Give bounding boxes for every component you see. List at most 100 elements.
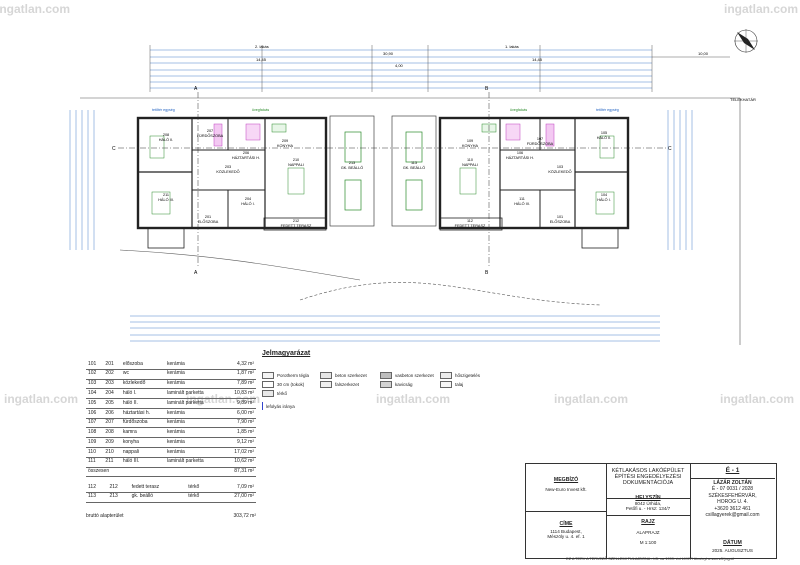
room-cell-floor: kerámia <box>164 447 223 458</box>
address-label: CÍME <box>559 521 573 527</box>
date-label: DÁTUM <box>723 540 742 546</box>
legend-label: lefolyás iránya <box>266 403 295 409</box>
room-cell-area: 7,89 m² <box>222 379 256 390</box>
svg-text:208: 208 <box>163 133 169 137</box>
exterior-cell-a: 112 <box>86 483 108 493</box>
legend-swatch <box>380 372 392 379</box>
room-cell-floor: laminált parketta <box>164 457 223 468</box>
room-cell-b: 204 <box>103 388 121 400</box>
svg-text:KONYHA: KONYHA <box>277 144 294 148</box>
drawing-name: ALAPRAJZ <box>636 530 660 535</box>
room-cell-a: 104 <box>86 388 104 400</box>
room-cell-floor: laminált parketta <box>164 388 223 400</box>
address-line: Mészöly u. 4. ef. 1 <box>547 534 585 539</box>
site-label: HELYSZÍN <box>635 495 661 501</box>
section-label-right: 1. lakás <box>505 44 519 49</box>
legend-label: talaj <box>455 382 464 387</box>
svg-text:113: 113 <box>411 161 417 165</box>
svg-text:204: 204 <box>245 197 251 201</box>
svg-text:HÁLÓ II.: HÁLÓ II. <box>597 135 612 140</box>
legend-item: vasbeton szerkezet <box>380 372 434 379</box>
svg-text:209: 209 <box>282 139 288 143</box>
client-column: MEGBÍZÓ New-Euro Invest kft. CÍME 1114 B… <box>526 464 607 558</box>
section-marker: C <box>112 146 116 152</box>
legend-item: hőszigetelés <box>440 372 480 379</box>
legend-label: kavicság <box>395 382 413 387</box>
room-cell-name: háztartási h. <box>120 408 165 419</box>
total-dimension: 30,90 <box>383 51 394 56</box>
room-cell-area: 9,89 m² <box>222 398 256 409</box>
room-cell-b: 205 <box>103 398 121 409</box>
room-cell-name: nappali <box>120 447 165 458</box>
room-cell-a: 102 <box>86 369 104 380</box>
section-label-left: 2. lakás <box>255 44 269 49</box>
legend-swatch <box>262 390 274 397</box>
exterior-cell-a: 113 <box>86 492 108 503</box>
svg-text:FEDETT TERASZ: FEDETT TERASZ <box>281 224 312 228</box>
designer-name: LÁZÁR ZOLTÁN <box>713 480 752 486</box>
designer-email: csillagyerek@gmail.com <box>705 512 760 519</box>
exterior-cell-name: fedett terasz <box>129 483 187 493</box>
svg-text:ELŐSZOBA: ELŐSZOBA <box>550 219 571 224</box>
room-cell-a: 110 <box>86 447 104 458</box>
floor-plan: TELEKHATÁR 2. lakás 1. lakás 30,90 14,45… <box>69 29 758 345</box>
legend-item: lefolyás iránya <box>262 402 295 410</box>
svg-text:104: 104 <box>601 193 607 197</box>
room-cell-area: 10,83 m² <box>222 388 256 400</box>
note-glazing: üvegfalcás <box>252 108 269 112</box>
boundary-label: TELEKHATÁR <box>730 97 756 102</box>
copyright-note: EZ A TERV A TERVEZŐ SZELLEMI TULAJDONA -… <box>566 557 734 561</box>
note-glazing: üvegfalcás <box>510 108 527 112</box>
project-title: DOKUMENTÁCIÓJA <box>622 480 674 486</box>
svg-text:KÖZLEKEDŐ: KÖZLEKEDŐ <box>548 169 571 174</box>
room-cell-a: 101 <box>86 360 104 370</box>
svg-text:103: 103 <box>557 165 563 169</box>
address-line: 1114 Budapest, <box>550 529 582 534</box>
room-cell-name: wc <box>120 369 165 380</box>
room-cell-floor: kerámia <box>164 437 223 449</box>
svg-text:211: 211 <box>163 193 169 197</box>
legend-title: Jelmagyarázat <box>262 350 311 357</box>
section-marker: A <box>194 86 198 92</box>
designer-phone: +3620 3612 461 <box>714 505 751 512</box>
room-cell-area: 17,02 m² <box>222 447 256 458</box>
svg-text:109: 109 <box>467 139 473 143</box>
room-cell-b: 209 <box>103 437 121 449</box>
room-cell-area: 10,62 m² <box>222 457 256 468</box>
legend-swatch <box>440 372 452 379</box>
exterior-cell-area: 7,09 m² <box>213 483 256 493</box>
svg-text:106: 106 <box>517 151 523 155</box>
exterior-cell-name: gk. beálló <box>129 492 187 503</box>
exterior-cell-area: 27,00 m² <box>213 492 256 503</box>
dimension-chains-sides <box>69 110 693 250</box>
svg-text:212: 212 <box>293 219 299 223</box>
gross-area-value: 303,72 m² <box>233 513 256 519</box>
svg-text:112: 112 <box>467 219 473 223</box>
site-line: Petőfi u. - Hrsz: 134/7 <box>625 506 671 511</box>
watermark: ingatlan.com <box>376 392 451 406</box>
svg-text:107: 107 <box>537 137 543 141</box>
carport-1 <box>391 115 437 227</box>
room-cell-area: 4,32 m² <box>222 360 256 370</box>
section-marker: C <box>668 146 672 152</box>
client-name: New-Euro Invest kft. <box>545 487 587 492</box>
svg-text:HÁZTARTÁSI H.: HÁZTARTÁSI H. <box>506 156 534 160</box>
legend-swatch <box>440 381 452 388</box>
room-total-label: összesen <box>86 466 223 478</box>
svg-text:110: 110 <box>467 158 473 162</box>
designer-license: É - 07 0031 / 2028 <box>711 486 754 493</box>
sheet-number: É - 1 <box>725 467 740 474</box>
room-cell-name: háló III. <box>120 457 165 468</box>
half-dimension-left: 14,45 <box>256 57 267 62</box>
svg-text:213: 213 <box>349 161 355 165</box>
designer-city: SZÉKESFEHÉRVÁR, <box>708 492 757 499</box>
drawing-scale: M 1:100 <box>639 540 657 545</box>
section-marker: B <box>485 86 489 92</box>
room-cell-name: kamra <box>120 427 165 439</box>
exterior-cell-b: 212 <box>107 483 130 493</box>
room-cell-b: 201 <box>103 360 121 370</box>
